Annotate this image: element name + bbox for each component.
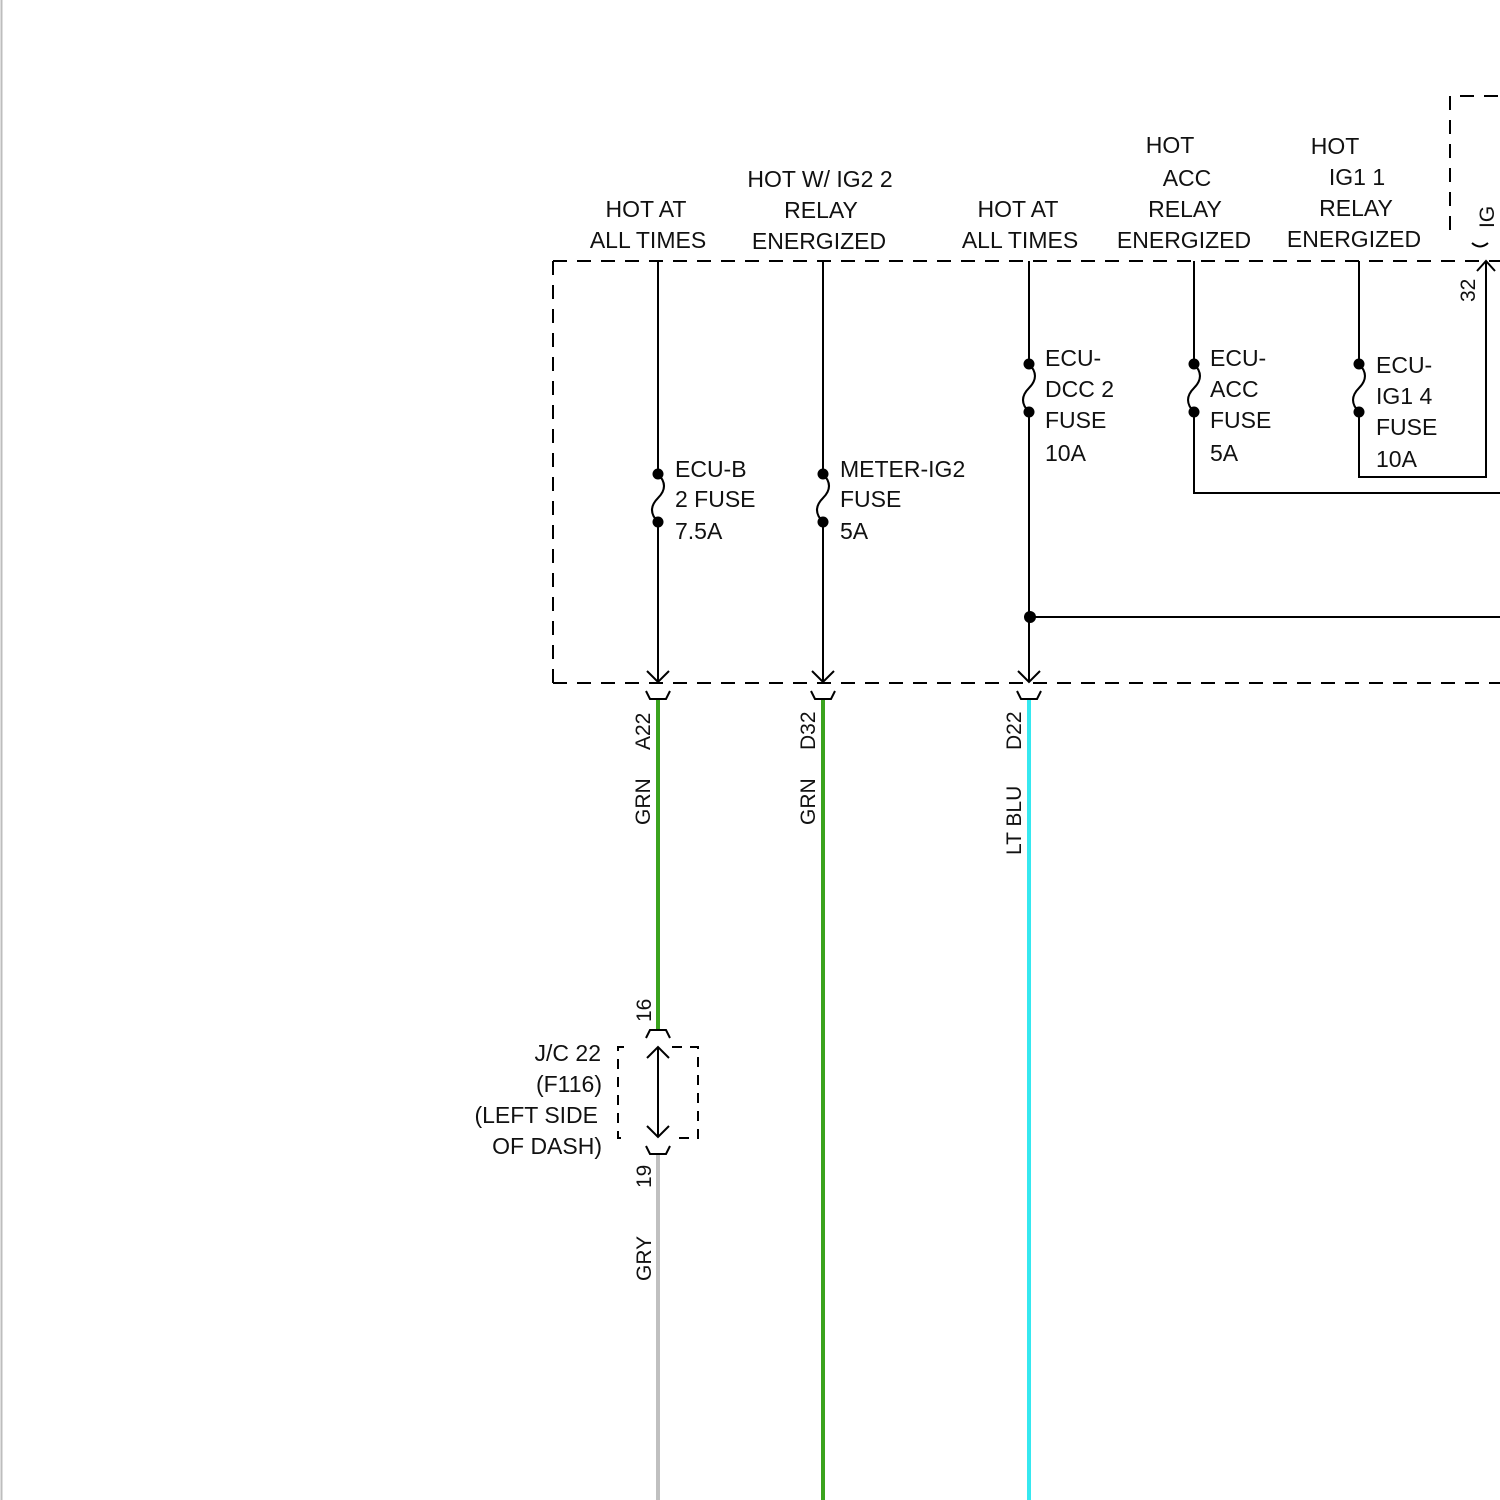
circuit-ecu-acc: ECU- ACC FUSE 5A [1188,261,1500,493]
fuse-ecu-dcc2-line1: ECU- [1045,345,1101,371]
header-col3-line1: HOT AT [978,196,1059,222]
junction-label-line3: (LEFT SIDE [474,1102,598,1128]
header-col2-line2: RELAY [784,197,858,223]
header-col4-line2: ACC [1163,165,1212,191]
header-col3-line2: ALL TIMES [962,227,1078,253]
wire-labels: A22 GRN D32 GRN D22 LT BLU 16 19 GRY [632,711,1026,1281]
junction-right-border [672,1047,698,1138]
junction-connector-jc22: J/C 22 (F116) (LEFT SIDE OF DASH) [474,1030,698,1159]
fuse-ecu-acc-icon [1188,364,1200,412]
fuse-ecu-acc-line1: ECU- [1210,345,1266,371]
fuse-ecu-ig1-4-line3: FUSE [1376,414,1437,440]
fuse-meter-ig2-line2: FUSE [840,486,901,512]
header-col5-line1: HOT [1311,133,1360,159]
fuse-ecu-acc-line2: ACC [1210,376,1259,402]
header-col2: HOT W/ IG2 2 RELAY ENERGIZED [747,166,892,254]
wire-color-grn-label: GRN [632,778,655,825]
junction-label-line4: OF DASH) [492,1133,602,1159]
header-col1-line2: ALL TIMES [590,227,706,253]
header-col5-line4: ENERGIZED [1287,226,1421,252]
fuse-meter-ig2-line3: 5A [840,518,869,544]
fuse-ecu-ig1-4-icon [1353,364,1365,412]
junction-label-line2: (F116) [536,1071,602,1097]
fuse-ecu-dcc2-line2: DCC 2 [1045,376,1114,402]
connector-terminal-mark [646,691,670,699]
fuse-meter-ig2-line1: METER-IG2 [840,456,965,482]
header-col3: HOT AT ALL TIMES [962,196,1078,253]
fuse-ecu-dcc2-line4: 10A [1045,440,1087,466]
header-col2-line1: HOT W/ IG2 2 [747,166,892,192]
circuit-meter-ig2: METER-IG2 FUSE 5A [811,261,965,699]
connector-terminal-mark [646,1030,670,1038]
fuse-ecu-dcc2-line3: FUSE [1045,407,1106,433]
connector-terminal-mark [1017,691,1041,699]
header-col2-line3: ENERGIZED [752,228,886,254]
wire-color-grn-label: GRN [797,778,820,825]
fuse-ecu-b2-icon [652,474,664,522]
pin-32-label: 32 [1457,279,1480,302]
ig-partial-label: IG [1476,206,1499,228]
fuse-ecu-dcc2-icon [1023,364,1035,412]
wire-color-gry-label: GRY [633,1236,656,1281]
fuse-ecu-b2-line2: 2 FUSE [675,486,756,512]
fuse-ecu-ig1-4-line1: ECU- [1376,352,1432,378]
fuse-ecu-b2-line3: 7.5A [675,518,723,544]
junction-label-line1: J/C 22 [535,1040,601,1066]
wire-color-lt-blu-label: LT BLU [1003,786,1026,855]
header-col4-line3: RELAY [1148,196,1222,222]
fuse-ecu-b2-line1: ECU-B [675,456,747,482]
fuse-ecu-ig1-4-line4: 10A [1376,446,1418,472]
pin-d32-label: D32 [797,711,820,750]
header-col1: HOT AT ALL TIMES [590,196,706,253]
fuse-ecu-acc-line3: FUSE [1210,407,1271,433]
pin-d22-label: D22 [1003,711,1026,750]
connector-terminal-mark [646,1146,670,1154]
header-col4: HOT ACC RELAY ENERGIZED [1117,132,1251,253]
header-col4-line4: ENERGIZED [1117,227,1251,253]
circuit-ecu-b2: ECU-B 2 FUSE 7.5A [646,261,756,699]
circuit-ecu-dcc2: ECU- DCC 2 FUSE 10A [1017,261,1500,699]
junction-left-border [618,1047,624,1138]
ig-partial-block: IG 32 [1450,96,1500,302]
header-col5: HOT IG1 1 RELAY ENERGIZED [1287,133,1421,252]
pin-a22-label: A22 [632,713,655,750]
pin-19-label: 19 [633,1165,656,1188]
connector-terminal-mark [811,691,835,699]
ig-connector-mark [1472,243,1488,247]
header-col1-line1: HOT AT [606,196,687,222]
output-wires [658,700,1029,1500]
pin-16-label: 16 [633,999,656,1022]
header-col5-line2: IG1 1 [1329,164,1385,190]
fuse-meter-ig2-icon [817,474,829,522]
header-col5-line3: RELAY [1319,195,1393,221]
fuse-ecu-ig1-4-line2: IG1 4 [1376,383,1432,409]
header-col4-line1: HOT [1146,132,1195,158]
fuse-ecu-acc-line4: 5A [1210,440,1239,466]
